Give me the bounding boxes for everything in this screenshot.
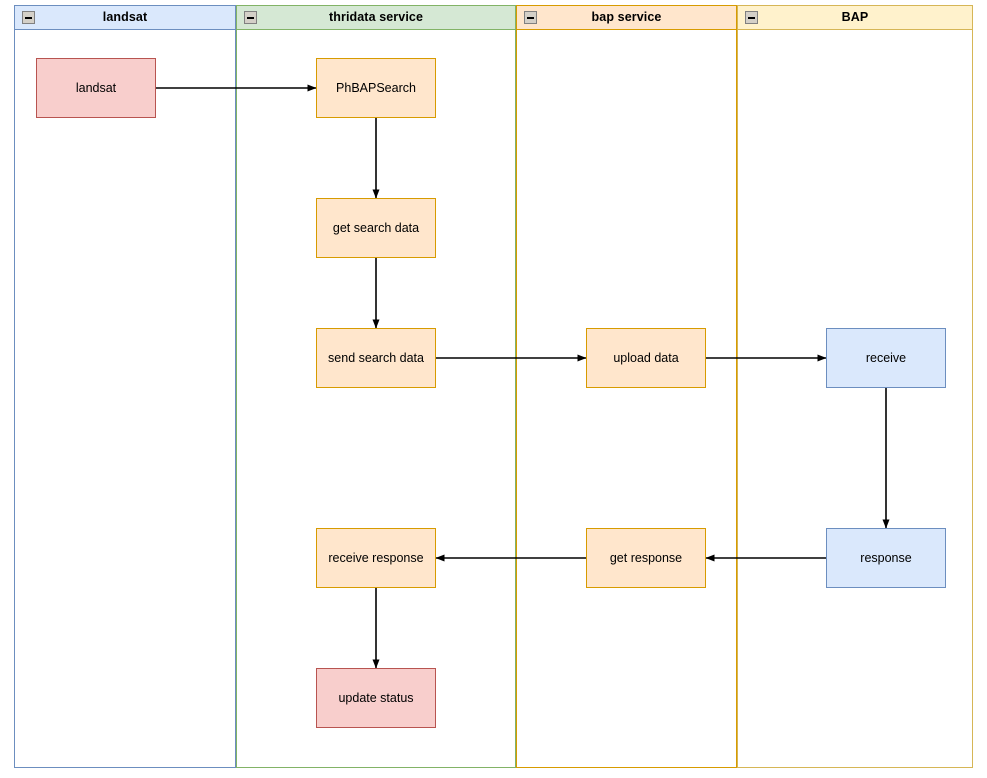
lane-title-bap-service: bap service	[591, 10, 662, 25]
node-label: receive response	[328, 550, 424, 565]
node-label: receive	[865, 350, 907, 365]
lane-header-bap[interactable]: BAP	[738, 6, 972, 30]
node-phbapsearch[interactable]: PhBAPSearch	[316, 58, 436, 118]
collapse-minus-icon[interactable]	[244, 11, 257, 24]
node-response[interactable]: response	[826, 528, 946, 588]
lane-header-bap-service[interactable]: bap service	[517, 6, 736, 30]
node-label: get response	[609, 550, 683, 565]
node-receive[interactable]: receive	[826, 328, 946, 388]
collapse-minus-icon[interactable]	[22, 11, 35, 24]
collapse-minus-icon[interactable]	[745, 11, 758, 24]
lane-header-landsat[interactable]: landsat	[15, 6, 235, 30]
node-get-response[interactable]: get response	[586, 528, 706, 588]
node-send-search-data[interactable]: send search data	[316, 328, 436, 388]
lane-title-bap: BAP	[841, 10, 869, 25]
lane-title-thridata-service: thridata service	[328, 10, 423, 25]
node-label: PhBAPSearch	[336, 80, 416, 95]
lane-thridata-service[interactable]: thridata service	[236, 5, 516, 768]
node-landsat[interactable]: landsat	[36, 58, 156, 118]
node-update-status[interactable]: update status	[316, 668, 436, 728]
node-label: response	[860, 550, 912, 565]
collapse-minus-icon[interactable]	[524, 11, 537, 24]
node-label: landsat	[75, 80, 117, 95]
lane-landsat[interactable]: landsat	[14, 5, 236, 768]
node-get-search-data[interactable]: get search data	[316, 198, 436, 258]
node-upload-data[interactable]: upload data	[586, 328, 706, 388]
lane-title-landsat: landsat	[102, 10, 148, 25]
node-label: upload data	[613, 350, 679, 365]
lane-header-thridata-service[interactable]: thridata service	[237, 6, 515, 30]
node-receive-response[interactable]: receive response	[316, 528, 436, 588]
node-label: get search data	[332, 220, 420, 235]
node-label: send search data	[328, 350, 424, 365]
node-label: update status	[338, 690, 414, 705]
